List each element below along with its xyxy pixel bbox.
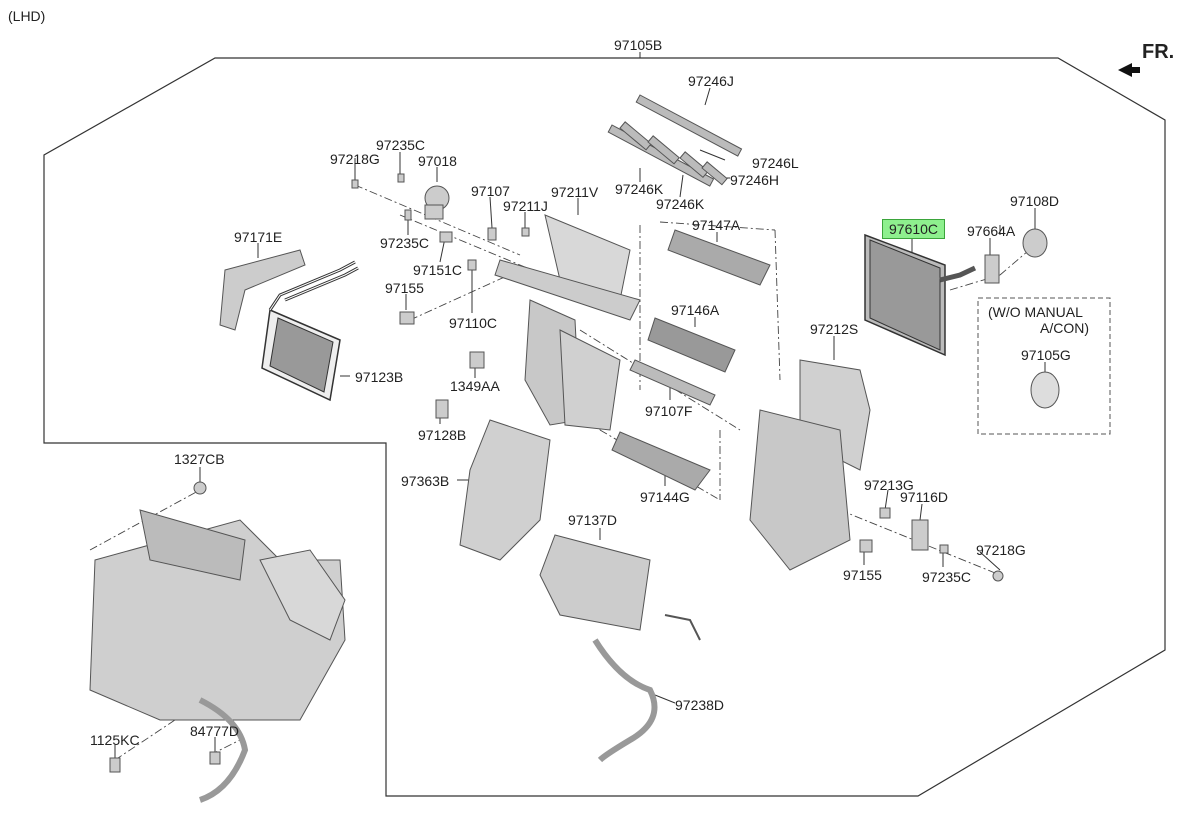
seal-97108D	[1022, 228, 1048, 258]
part-label-1349AA[interactable]: 1349AA	[450, 378, 500, 394]
part-label-97238D[interactable]: 97238D	[675, 697, 725, 713]
assembled-drain-hose	[198, 697, 249, 803]
part-label-97213G[interactable]: 97213G	[864, 477, 914, 493]
sensor-wire	[664, 614, 701, 641]
part-label-97108D[interactable]: 97108D	[1010, 193, 1060, 209]
part-label-97218G[interactable]: 97218G	[330, 151, 380, 167]
hvac-housing-right	[749, 359, 871, 571]
evaporator-core-part	[864, 233, 977, 357]
part-label-97105B[interactable]: 97105B	[614, 37, 663, 53]
seal-97105G	[1030, 371, 1060, 409]
front-direction-label: FR.	[1142, 41, 1175, 63]
part-label-97146A[interactable]: 97146A	[671, 302, 720, 318]
note-box	[977, 297, 1111, 435]
filter-panels	[611, 229, 771, 491]
part-label-97246K-2[interactable]: 97246K	[656, 196, 705, 212]
part-label-97116D[interactable]: 97116D	[900, 489, 949, 505]
part-label-97155[interactable]: 97155	[385, 280, 424, 296]
part-label-97151C[interactable]: 97151C	[413, 262, 463, 278]
part-label-97211J[interactable]: 97211J	[503, 198, 548, 214]
part-label-97128B[interactable]: 97128B	[418, 427, 467, 443]
variant-label: (LHD)	[8, 8, 46, 24]
drain-hose-97238D	[592, 638, 658, 763]
part-label-97144G[interactable]: 97144G	[640, 489, 690, 505]
blower-case-part	[539, 534, 651, 631]
part-label-97246J[interactable]: 97246J	[688, 73, 734, 89]
part-label-84777D[interactable]: 84777D	[190, 723, 240, 739]
part-label-97107[interactable]: 97107	[471, 183, 510, 199]
duct-part-97363B	[459, 419, 551, 561]
air-filter-parts	[607, 94, 743, 187]
part-label-97235C-2[interactable]: 97235C	[380, 235, 430, 251]
heater-core-part	[261, 260, 359, 402]
duct-part-97171E	[219, 249, 306, 331]
note-line-1: (W/O MANUAL	[988, 304, 1083, 320]
part-label-97212S[interactable]: 97212S	[810, 321, 859, 337]
part-label-97610C[interactable]: 97610C	[882, 219, 946, 239]
part-label-97147A[interactable]: 97147A	[692, 217, 741, 233]
assembly-outline	[43, 57, 1166, 797]
hvac-housing-left	[494, 214, 641, 431]
front-arrow-icon	[1118, 63, 1140, 77]
part-label-97218G-2[interactable]: 97218G	[976, 542, 1026, 558]
part-label-97155-2[interactable]: 97155	[843, 567, 882, 583]
part-label-97363B[interactable]: 97363B	[401, 473, 450, 489]
part-label-97246L[interactable]: 97246L	[752, 155, 799, 171]
part-label-97235C-3[interactable]: 97235C	[922, 569, 972, 585]
note-line-2: A/CON)	[1040, 320, 1089, 336]
part-label-97246K[interactable]: 97246K	[615, 181, 664, 197]
part-label-97211V[interactable]: 97211V	[551, 184, 599, 200]
part-label-97246H[interactable]: 97246H	[730, 172, 780, 188]
part-label-1125KC[interactable]: 1125KC	[90, 732, 140, 748]
assembled-hvac-unit	[89, 509, 346, 721]
part-label-97105G[interactable]: 97105G	[1021, 347, 1071, 363]
part-label-97107F[interactable]: 97107F	[645, 403, 693, 419]
part-label-97123B[interactable]: 97123B	[355, 369, 404, 385]
part-label-97018[interactable]: 97018	[418, 153, 457, 169]
part-label-1327CB[interactable]: 1327CB	[174, 451, 225, 467]
part-label-97171E[interactable]: 97171E	[234, 229, 283, 245]
part-label-97110C[interactable]: 97110C	[449, 315, 498, 331]
part-label-97235C[interactable]: 97235C	[376, 137, 426, 153]
small-fasteners	[109, 173, 1004, 773]
expansion-valve-97664A	[984, 254, 1000, 284]
part-label-97137D[interactable]: 97137D	[568, 512, 618, 528]
part-label-97664A[interactable]: 97664A	[967, 223, 1016, 239]
